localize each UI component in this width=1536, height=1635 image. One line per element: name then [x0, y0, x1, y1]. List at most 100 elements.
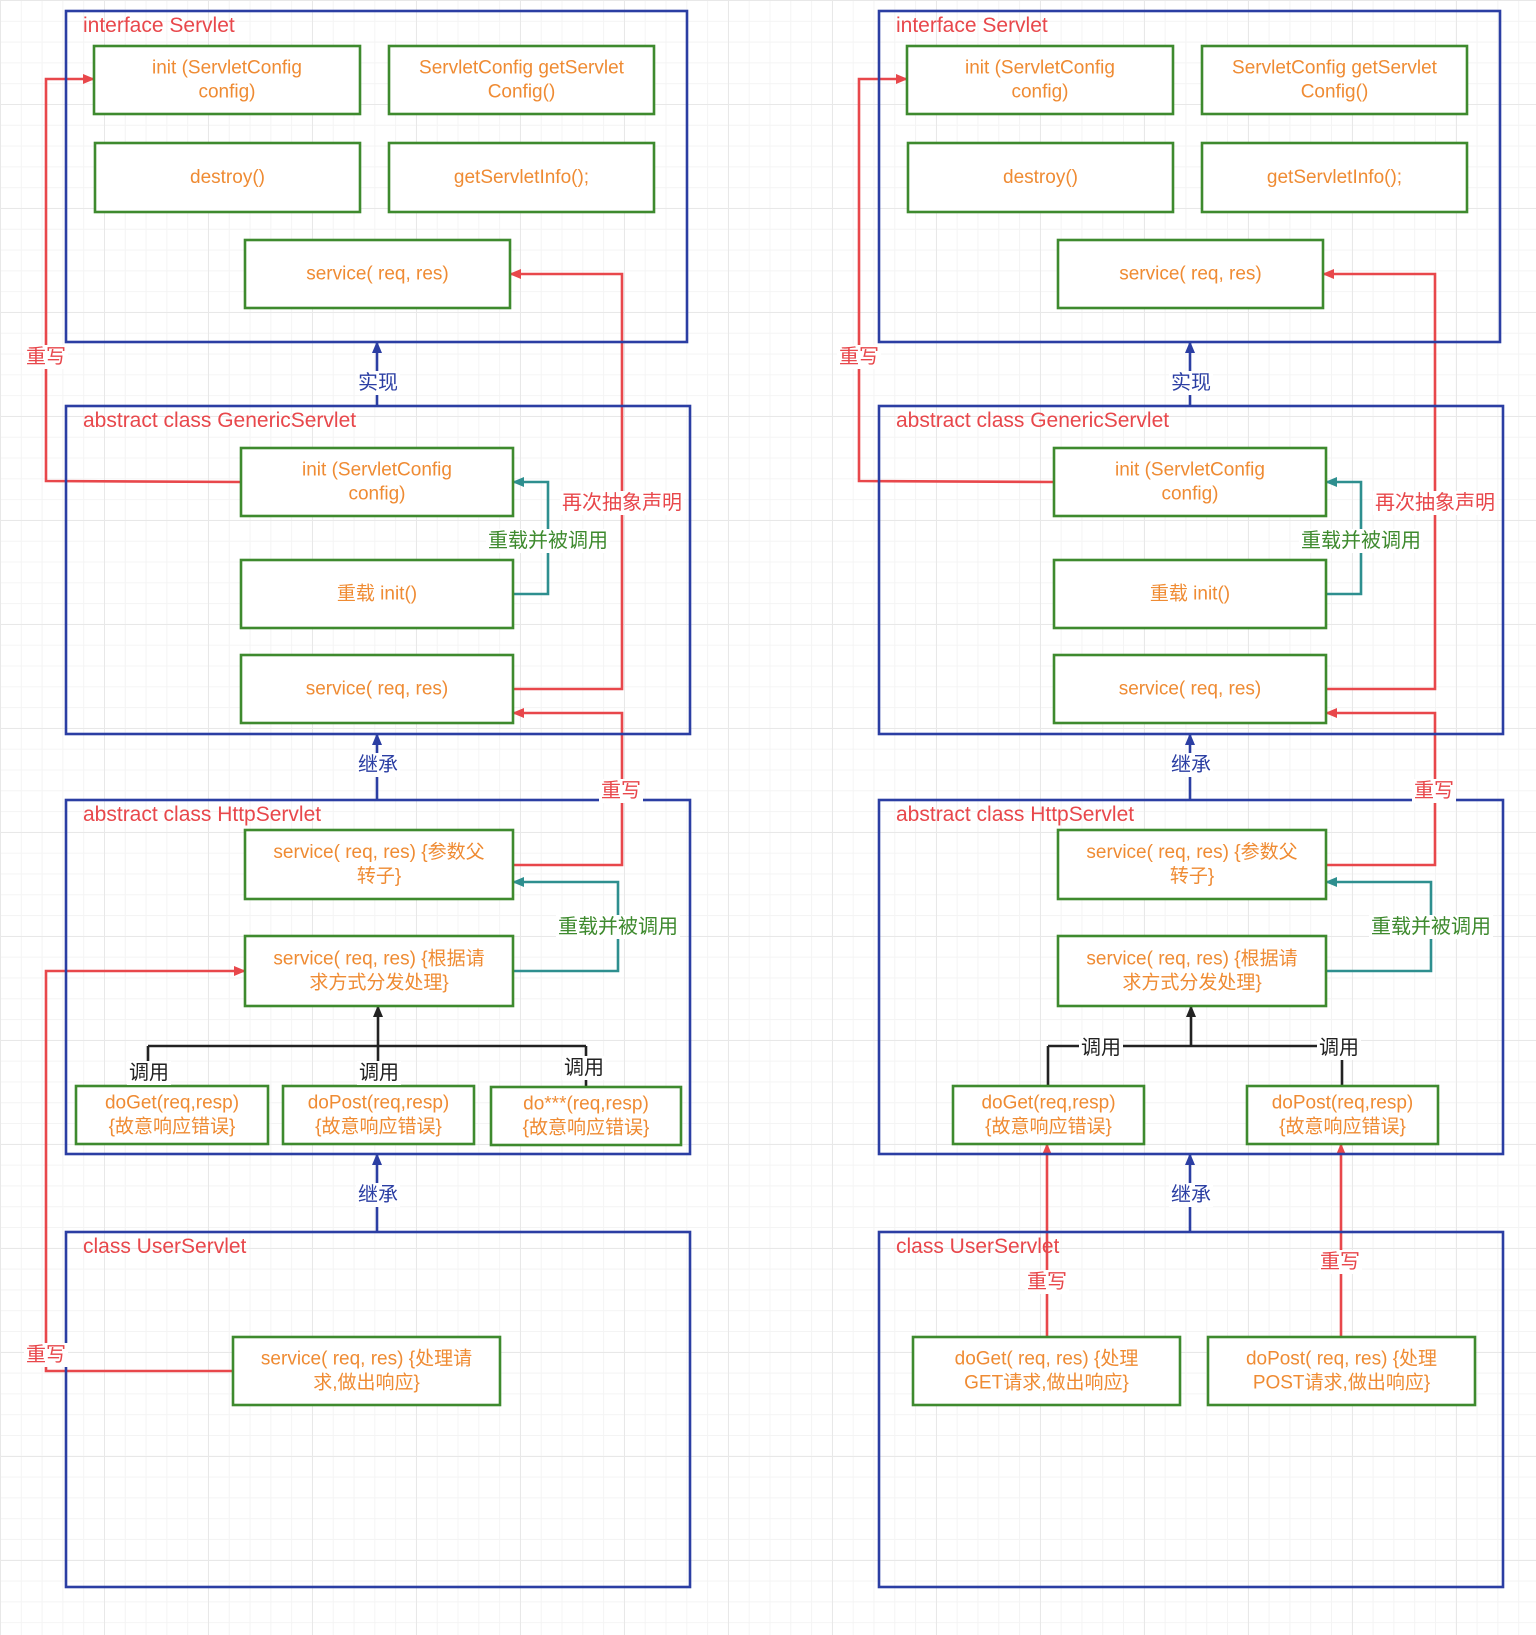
left-call-doxxx-label: 调用 — [564, 1056, 604, 1079]
right-call-doget-label-bg — [1079, 1036, 1123, 1060]
right-redeclare-line — [1322, 269, 1437, 691]
left-servlet-getconfig-text-2: Config() — [488, 82, 556, 103]
right-implement-label: 实现 — [1171, 371, 1211, 394]
right-generic-init-box — [1052, 446, 1328, 518]
left-servlet-getinfo-box — [387, 141, 656, 214]
right-servlet-destroy-box — [906, 141, 1175, 214]
left-http-doxxx-box — [489, 1085, 683, 1147]
left-generic-init-text-1: init (ServletConfig — [302, 460, 452, 481]
left-override-service-label: 重写 — [601, 779, 641, 802]
left-override-init-line — [44, 74, 242, 484]
right-servlet-getinfo: getServletInfo(); — [1200, 141, 1469, 214]
right-servlet-service-box — [1056, 238, 1325, 310]
right-call-doget-label: 调用 — [1081, 1036, 1121, 1059]
left-servlet-init-text-2: config) — [198, 82, 255, 103]
left-http-doget-text-2: {故意响应错误} — [109, 1116, 236, 1138]
left-user-service-box — [231, 1335, 502, 1407]
left-user-servlet: class UserServlet — [64, 1230, 692, 1589]
left-interface-servlet: interface Servlet — [64, 9, 689, 344]
left-overload-init-label-bg — [486, 529, 610, 553]
left-servlet-destroy-box — [93, 141, 362, 214]
right-generic-servlet-border — [877, 404, 1505, 736]
left-user-servlet-border — [64, 1230, 692, 1589]
right-servlet-getconfig-text-1: ServletConfig getServlet — [1232, 58, 1438, 79]
right-http-dopost-box — [1245, 1084, 1440, 1146]
right-overload-service-label-bg — [1369, 915, 1493, 939]
right-http-service-cast-box — [1056, 828, 1328, 901]
right-user-servlet-title: class UserServlet — [896, 1235, 1060, 1258]
right-http-service-dispatch-text-1: service( req, res) {根据请 — [1086, 948, 1297, 970]
left-servlet-getinfo: getServletInfo(); — [387, 141, 656, 214]
right-servlet-init-box — [905, 44, 1175, 116]
left-redeclare-label-bg — [560, 491, 684, 515]
right-http-dopost: doPost(req,resp){故意响应错误} — [1245, 1084, 1440, 1146]
left-http-doxxx-text-2: {故意响应错误} — [523, 1117, 650, 1139]
left-call-dopost-label-bg — [357, 1061, 401, 1085]
left-user-servlet-title: class UserServlet — [83, 1235, 247, 1258]
left-http-service-dispatch-text-1: service( req, res) {根据请 — [273, 948, 484, 970]
right-generic-service-text-1: service( req, res) — [1119, 679, 1262, 700]
left-servlet-init-box — [92, 44, 362, 116]
left-inherit-generic-label-bg — [356, 753, 400, 777]
left-http-dopost-box — [281, 1084, 476, 1146]
left-override-user-service-line — [44, 966, 246, 1373]
right-overload-service-label: 重载并被调用 — [1371, 915, 1491, 938]
right-generic-init-overload-text-1: 重载 init() — [1150, 583, 1230, 605]
left-implement-label-bg — [356, 371, 400, 395]
right-generic-init-text-2: config) — [1161, 484, 1218, 505]
right-generic-servlet: abstract class GenericServlet — [877, 404, 1505, 736]
left-generic-service: service( req, res) — [239, 653, 515, 725]
left-implement-label: 实现 — [358, 371, 398, 394]
right-override-init-line — [857, 74, 1055, 484]
right-override-dopost-label: 重写 — [1320, 1250, 1360, 1273]
right-http-service-cast-text-1: service( req, res) {参数父 — [1086, 841, 1297, 863]
right-interface-servlet: interface Servlet — [877, 9, 1502, 344]
right-http-dopost-text-2: {故意响应错误} — [1279, 1116, 1406, 1138]
right-generic-init: init (ServletConfig config) — [1052, 446, 1328, 518]
right-generic-servlet-title: abstract class GenericServlet — [896, 409, 1169, 432]
right-user-servlet: class UserServlet — [877, 1230, 1505, 1589]
left-servlet-getconfig-box — [387, 44, 656, 116]
left-http-dopost: doPost(req,resp){故意响应错误} — [281, 1084, 476, 1146]
left-generic-init-overload: 重载 init() — [239, 558, 515, 630]
left-inherit-http-label-bg — [356, 1183, 400, 1207]
right-servlet-service: service( req, res) — [1056, 238, 1325, 310]
right-http-doget: doGet(req,resp){故意响应错误} — [951, 1084, 1146, 1146]
right-servlet-service-text-1: service( req, res) — [1119, 264, 1262, 285]
right-override-init-label: 重写 — [839, 345, 879, 368]
right-generic-init-text-1: init (ServletConfig — [1115, 460, 1265, 481]
left-http-doget-box — [74, 1084, 270, 1146]
left-generic-servlet-title: abstract class GenericServlet — [83, 409, 356, 432]
right-override-service-label: 重写 — [1414, 779, 1454, 802]
left-http-doxxx: do***(req,resp){故意响应错误} — [489, 1085, 683, 1147]
left-override-init-label: 重写 — [26, 345, 66, 368]
right-servlet-init-text-1: init (ServletConfig — [965, 58, 1115, 79]
right-http-doget-box — [951, 1084, 1146, 1146]
left-redeclare-label: 再次抽象声明 — [562, 491, 682, 514]
left-generic-servlet: abstract class GenericServlet — [64, 404, 692, 736]
right-http-service-cast-text-2: 转子} — [1170, 865, 1214, 887]
right-user-dopost-text-1: doPost( req, res) {处理 — [1246, 1348, 1437, 1370]
left-user-service-text-1: service( req, res) {处理请 — [261, 1348, 472, 1370]
right-http-dopost-text-1: doPost(req,resp) — [1272, 1093, 1414, 1114]
left-servlet-service-text-1: service( req, res) — [306, 264, 449, 285]
right-call-dopost-label: 调用 — [1319, 1036, 1359, 1059]
right-servlet-getconfig-box — [1200, 44, 1469, 116]
right-servlet-getinfo-text-1: getServletInfo(); — [1267, 167, 1402, 188]
right-generic-service: service( req, res) — [1052, 653, 1328, 725]
left-inherit-http-label: 继承 — [358, 1183, 398, 1206]
left-override-user-service-label-bg — [24, 1343, 68, 1367]
left-redeclare-line — [509, 269, 624, 691]
right-generic-init-overload-box — [1052, 558, 1328, 630]
right-servlet-getinfo-box — [1200, 141, 1469, 214]
left-http-servlet-border — [64, 798, 692, 1156]
left-http-servlet-title: abstract class HttpServlet — [83, 803, 321, 826]
right-generic-init-overload: 重载 init() — [1052, 558, 1328, 630]
left-call-doget-label: 调用 — [129, 1061, 169, 1084]
left-http-dopost-text-2: {故意响应错误} — [315, 1116, 442, 1138]
